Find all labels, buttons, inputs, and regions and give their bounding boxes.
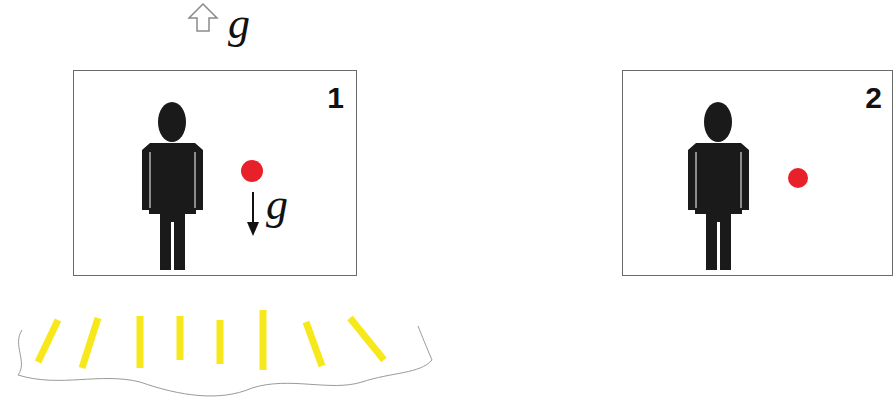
frame-box: 1g bbox=[73, 70, 357, 276]
exhaust-rays bbox=[38, 310, 384, 370]
acceleration-symbol: g bbox=[228, 2, 250, 46]
gravity-arrow bbox=[252, 192, 254, 224]
person bbox=[142, 102, 203, 270]
frame-number: 2 bbox=[865, 83, 882, 113]
arm-line bbox=[150, 152, 151, 208]
arm-line bbox=[741, 152, 742, 208]
person bbox=[688, 102, 749, 270]
frame-box: 2 bbox=[622, 70, 893, 276]
exhaust-outline bbox=[18, 326, 432, 396]
arm-line bbox=[696, 152, 697, 208]
ball bbox=[788, 168, 808, 188]
frame-number: 1 bbox=[327, 83, 344, 113]
gravity-arrowhead bbox=[247, 222, 259, 236]
arm-line bbox=[195, 152, 196, 208]
ball bbox=[241, 160, 263, 182]
acceleration-arrow bbox=[189, 4, 217, 31]
gravity-symbol: g bbox=[266, 183, 288, 227]
